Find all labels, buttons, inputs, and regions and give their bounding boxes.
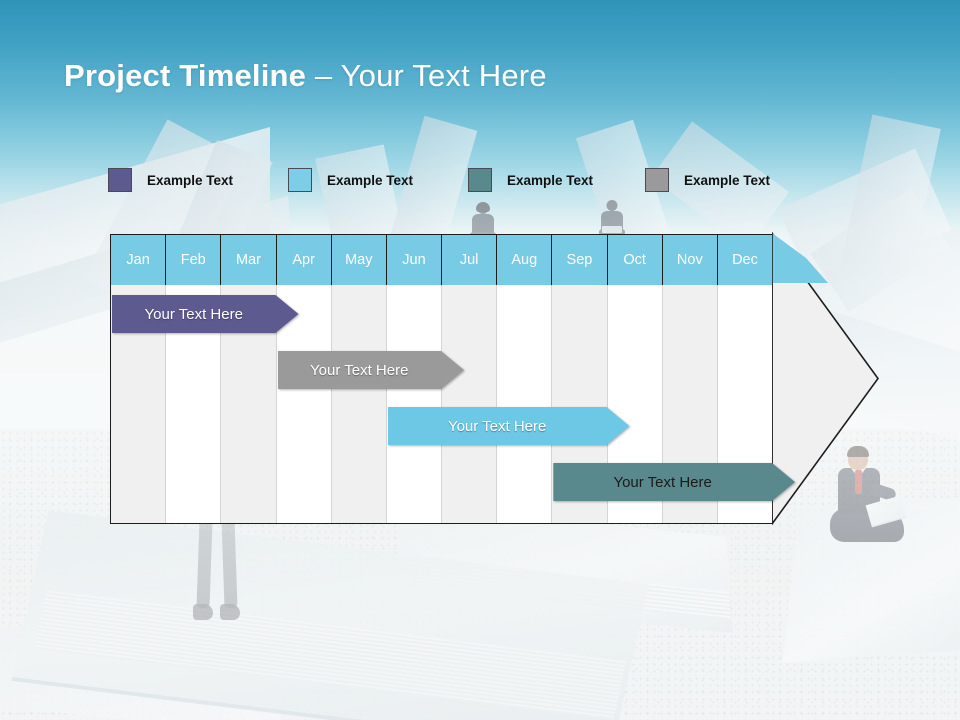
seated-man-figure xyxy=(598,200,626,242)
legend-color-swatch xyxy=(108,168,132,192)
month-header-oct[interactable]: Oct xyxy=(607,235,663,285)
task-bar-label: Your Text Here xyxy=(613,473,712,491)
task-bar-label: Your Text Here xyxy=(447,417,547,435)
timeline-arrow-head xyxy=(772,232,884,526)
task-bar-2[interactable]: Your Text Here xyxy=(278,351,465,389)
task-bar-shape xyxy=(553,463,795,501)
month-header-mar[interactable]: Mar xyxy=(221,235,277,285)
month-header-jan[interactable]: Jan xyxy=(111,235,167,285)
legend-color-swatch xyxy=(645,168,669,192)
reading-man-figure xyxy=(826,446,907,544)
legend-item-label: Example Text xyxy=(684,172,771,188)
legend-item-label: Example Text xyxy=(507,172,594,188)
task-bar-shape xyxy=(388,407,630,445)
month-header-jun[interactable]: Jun xyxy=(386,235,443,285)
legend-item-4[interactable]: Example Text xyxy=(645,168,770,192)
standing-person-legs xyxy=(190,519,250,630)
legend-item-2[interactable]: Example Text xyxy=(288,168,413,192)
legend-item-3[interactable]: Example Text xyxy=(468,168,593,192)
page-title-strong: Project Timeline xyxy=(64,58,307,93)
page-title-light: – Your Text Here xyxy=(306,58,547,93)
month-header-nov[interactable]: Nov xyxy=(662,235,718,285)
task-bar-shape xyxy=(278,351,465,389)
legend-item-label: Example Text xyxy=(327,172,414,188)
month-header-jul[interactable]: Jul xyxy=(442,235,498,285)
month-header-aug[interactable]: Aug xyxy=(497,235,553,285)
task-bar-label: Your Text Here xyxy=(310,361,409,379)
month-header-sep[interactable]: Sep xyxy=(552,235,608,285)
legend-color-swatch xyxy=(468,168,492,192)
task-bar-1[interactable]: Your Text Here xyxy=(112,295,299,333)
task-bar-4[interactable]: Your Text Here xyxy=(553,463,795,501)
month-header-feb[interactable]: Feb xyxy=(166,235,222,285)
page-title: Project Timeline – Your Text Here xyxy=(64,58,547,94)
legend-item-1[interactable]: Example Text xyxy=(108,168,233,192)
month-header-apr[interactable]: Apr xyxy=(276,235,332,285)
legend-color-swatch xyxy=(288,168,312,192)
month-header-dec[interactable]: Dec xyxy=(717,235,773,285)
task-bar-label: Your Text Here xyxy=(144,305,243,323)
task-bar-3[interactable]: Your Text Here xyxy=(388,407,630,445)
task-bar-shape xyxy=(112,295,299,333)
month-header-may[interactable]: May xyxy=(331,235,387,285)
legend-item-label: Example Text xyxy=(147,172,234,188)
